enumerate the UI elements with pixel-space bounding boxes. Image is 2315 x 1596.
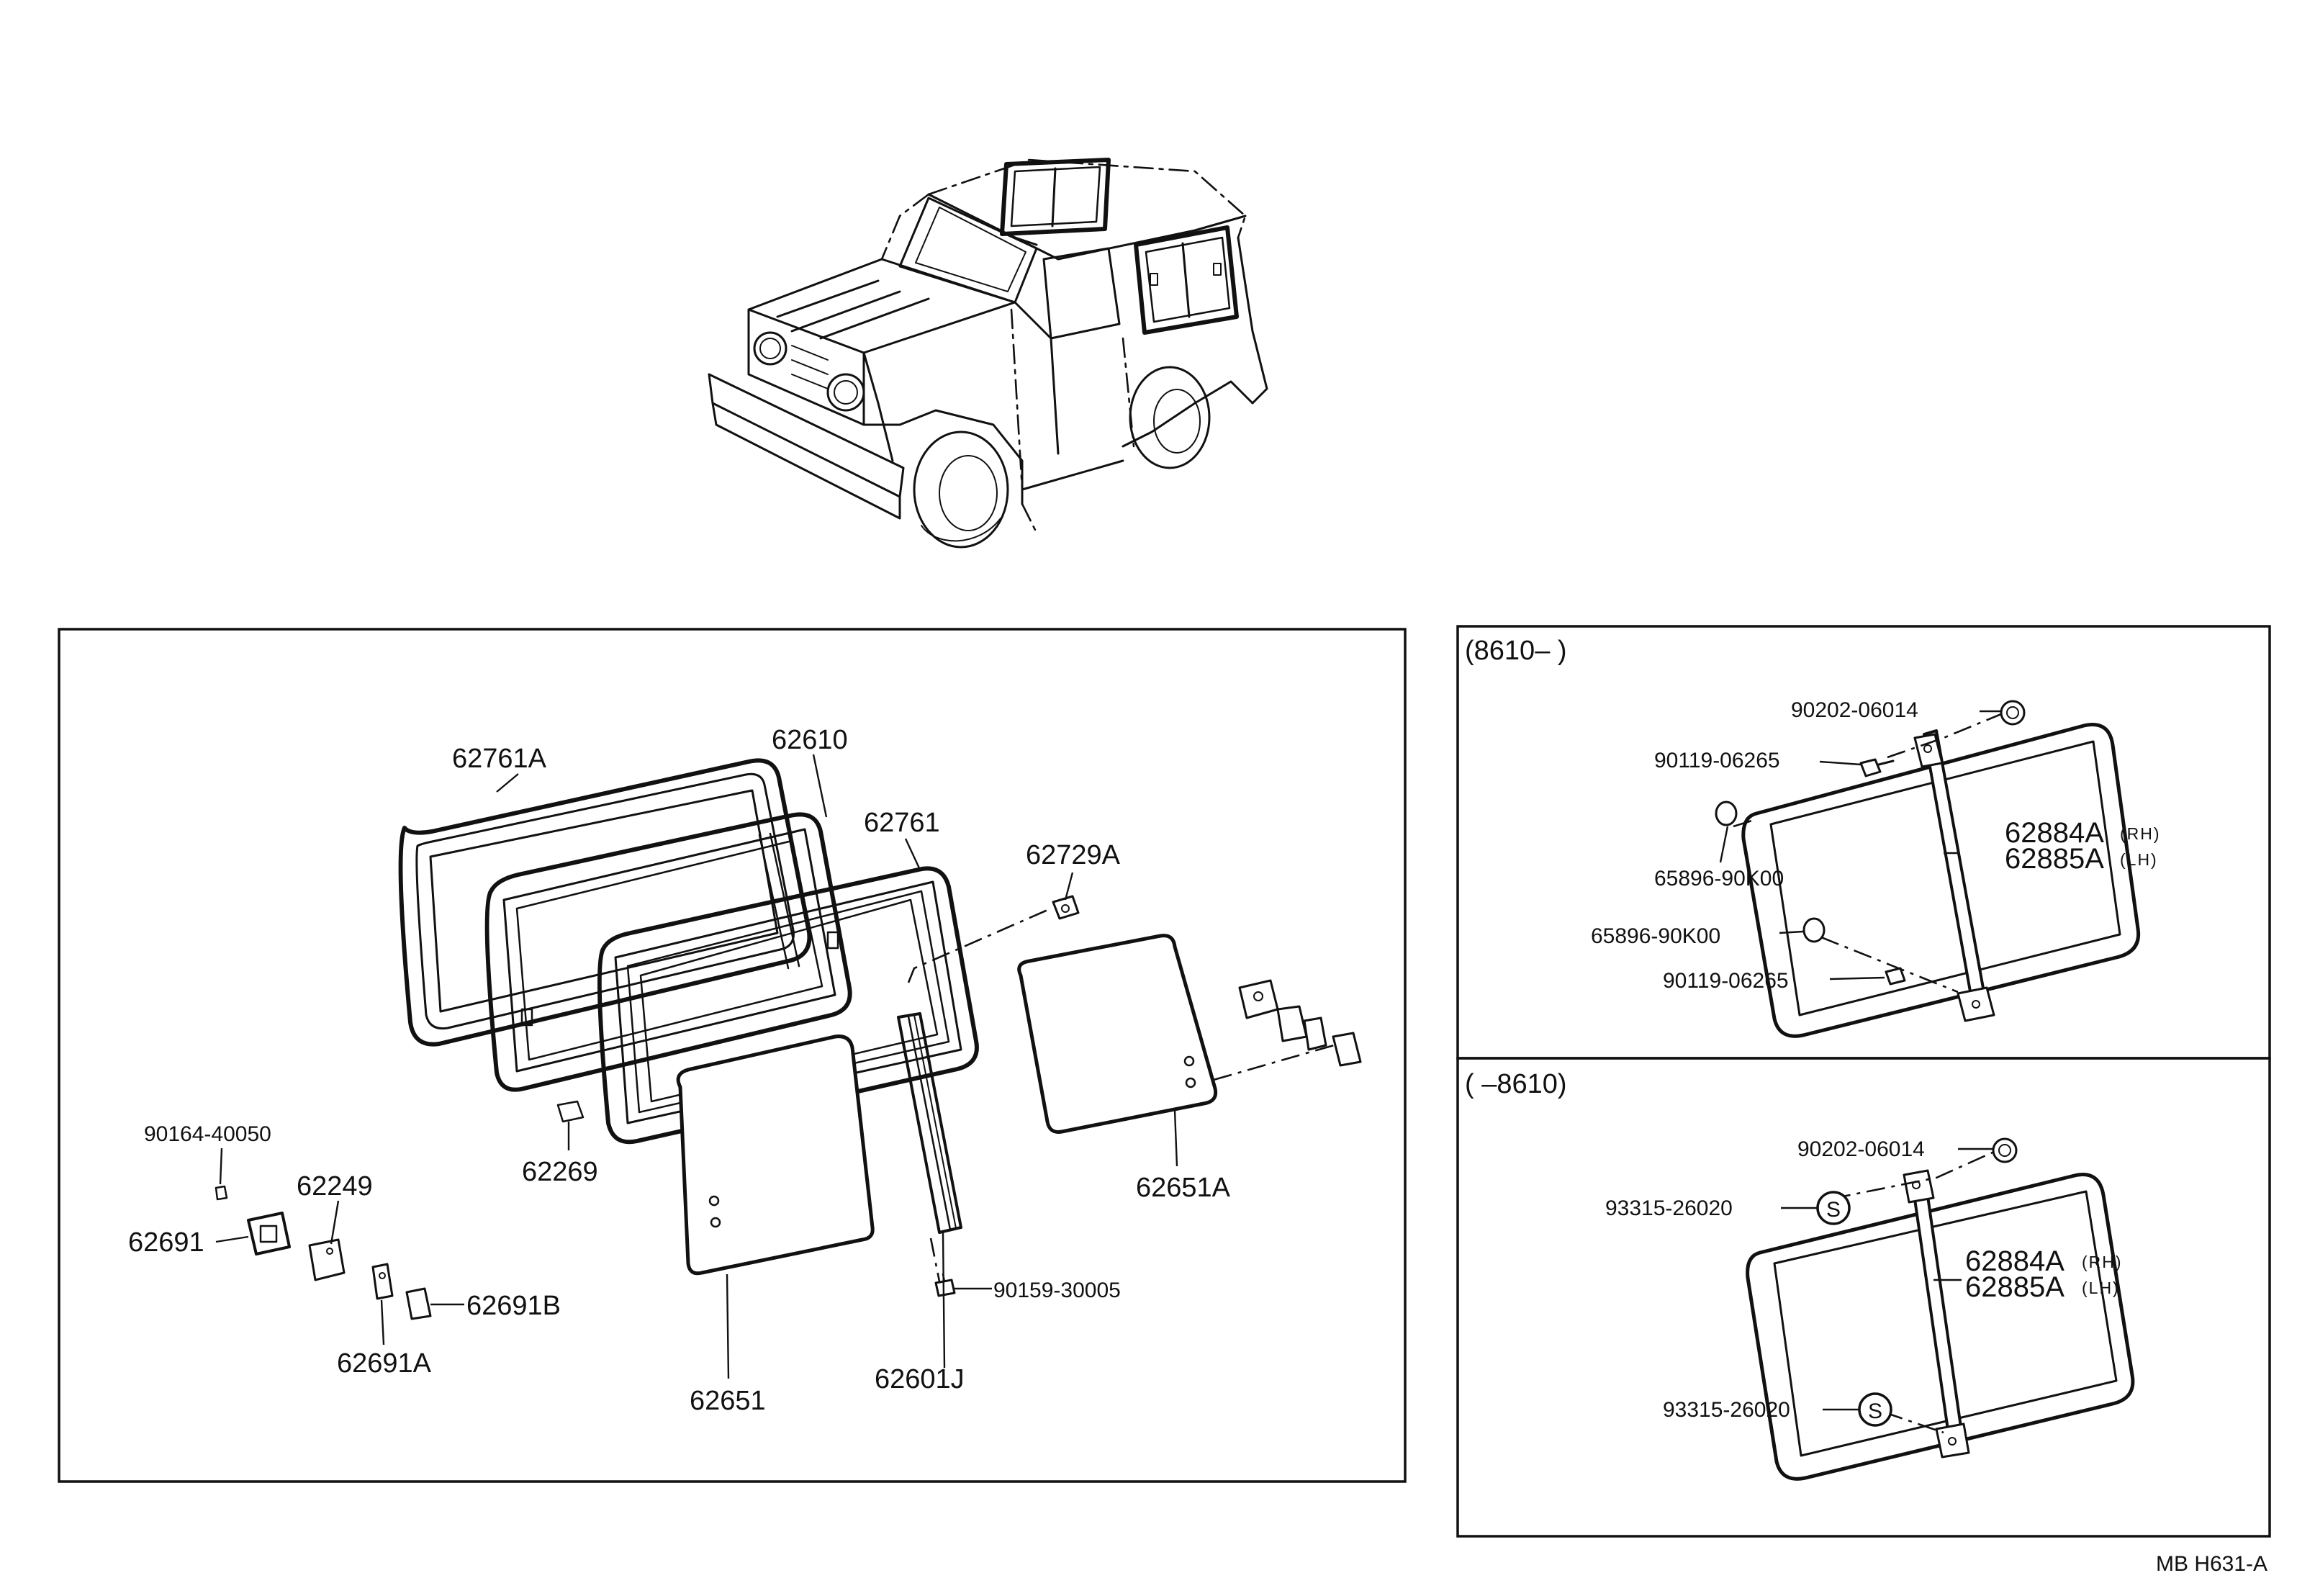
screw-s-icon [1816, 1191, 1851, 1225]
cushion-icon [1802, 917, 1826, 943]
label-62691: 62691 [128, 1227, 204, 1258]
glass-62651A [1017, 934, 1218, 1134]
label-rh-after: (RH) [2120, 824, 2161, 843]
nut-icon [1992, 1137, 2018, 1163]
main-panel: 62761A 62610 62761 62729A 90164-40050 62… [58, 628, 1407, 1483]
label-62885A-after: 62885A [2005, 843, 2104, 875]
s-symbol-top: S [1826, 1198, 1841, 1222]
panel-after-8610: (8610– ) [1456, 625, 2271, 1060]
label-93315-26020-bottom: 93315-26020 [1663, 1398, 1790, 1422]
main-panel-frame [58, 628, 1407, 1483]
cushion-icon [1715, 801, 1738, 826]
label-62885A-before: 62885A [1965, 1271, 2064, 1303]
labels-before: 90202-06014 93315-26020 93315-26020 6288… [1605, 1137, 2123, 1422]
frame-62761A [398, 758, 812, 1047]
nut-icon [2000, 700, 2026, 726]
label-90159-30005: 90159-30005 [993, 1279, 1121, 1302]
screw-s-icon [1858, 1392, 1892, 1427]
bolt-icon [1885, 967, 1906, 986]
label-62729A: 62729A [1026, 840, 1121, 870]
bar-62884A-after [1913, 729, 1995, 1022]
label-62601J: 62601J [875, 1364, 965, 1394]
frame-62761 [597, 866, 979, 1145]
label-90202-06014-after: 90202-06014 [1791, 698, 1918, 722]
label-62651A: 62651A [1136, 1173, 1231, 1203]
bar-62884A-before [1903, 1169, 1970, 1459]
bolt-icon [1859, 758, 1882, 777]
footer-code: MB H631-A [2156, 1552, 2267, 1576]
label-62884A-after: 62884A [2005, 817, 2104, 849]
label-93315-26020-top: 93315-26020 [1605, 1196, 1733, 1220]
label-62651: 62651 [690, 1386, 766, 1416]
glass-62651 [676, 1034, 875, 1276]
label-62269: 62269 [522, 1157, 598, 1187]
leader-lines-after [1719, 710, 2001, 980]
fasteners-after [1715, 700, 2026, 986]
label-90119-06265-top: 90119-06265 [1654, 749, 1780, 772]
lock-parts-left [215, 1100, 956, 1320]
label-90119-06265-bottom: 90119-06265 [1663, 969, 1789, 993]
label-62761: 62761 [864, 808, 940, 838]
label-90202-06014-before: 90202-06014 [1797, 1137, 1925, 1161]
label-rh-before: (RH) [2082, 1253, 2123, 1271]
channel-62601J [897, 1012, 962, 1234]
label-62691A: 62691A [337, 1348, 432, 1379]
label-90164-40050: 90164-40050 [144, 1122, 271, 1146]
leader-lines-main [215, 754, 1178, 1379]
labels-after: 90202-06014 90119-06265 65896-90K00 6589… [1591, 698, 2161, 993]
window-frame-before [1746, 1173, 2135, 1481]
fasteners-before: S S [1816, 1137, 2018, 1427]
label-lh-after: (LH) [2120, 850, 2158, 869]
s-symbol-bottom: S [1868, 1399, 1882, 1423]
panel-before-8610: ( –8610) S S [1456, 1057, 2271, 1538]
window-frame-after [1741, 723, 2141, 1038]
label-62691B: 62691B [466, 1291, 561, 1321]
label-62761A: 62761A [452, 744, 547, 774]
leader-lines-before [1781, 1148, 1993, 1411]
label-62884A-before: 62884A [1965, 1245, 2064, 1277]
labels-main: 62761A 62610 62761 62729A 90164-40050 62… [128, 725, 1231, 1416]
label-65896-90K00-top: 65896-90K00 [1654, 867, 1784, 891]
label-62249: 62249 [297, 1171, 373, 1201]
panel-before-frame [1456, 1057, 2271, 1538]
label-62610: 62610 [772, 725, 848, 755]
lock-parts-right [1238, 979, 1362, 1067]
range-before-8610: ( –8610) [1465, 1069, 1567, 1099]
range-after-8610: (8610– ) [1465, 636, 1567, 666]
label-65896-90K00-bottom: 65896-90K00 [1591, 924, 1720, 948]
vehicle-illustration [708, 158, 1268, 549]
label-lh-before: (LH) [2082, 1279, 2120, 1297]
